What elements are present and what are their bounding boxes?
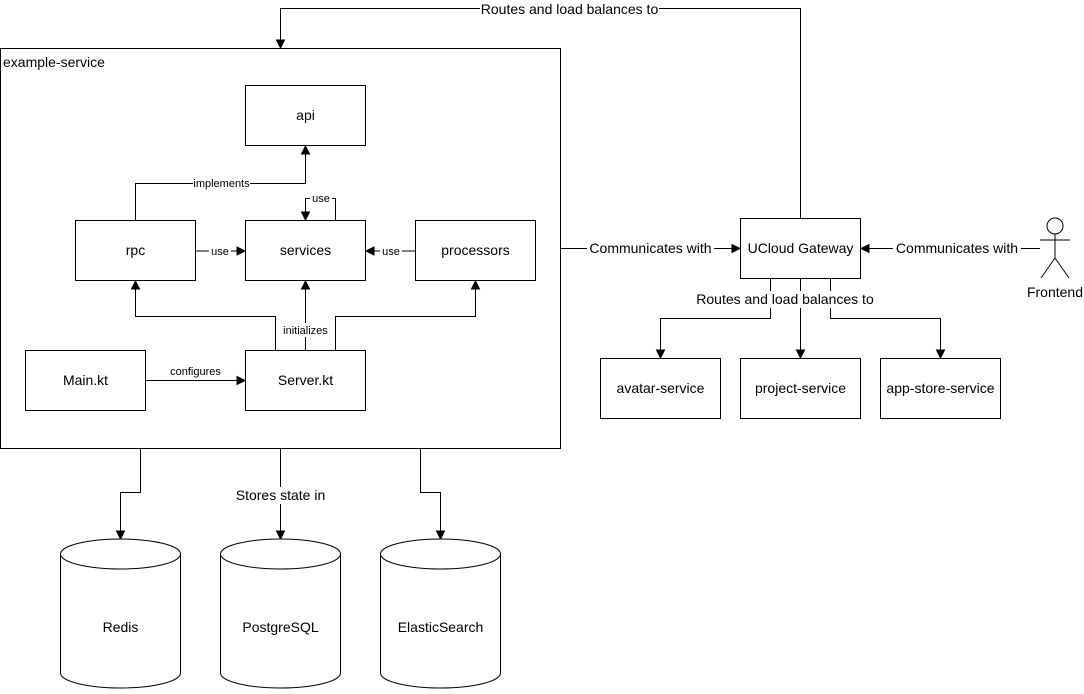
node-gateway-label: UCloud Gateway bbox=[748, 240, 854, 256]
edge-service-to-gateway-label: Communicates with bbox=[589, 240, 711, 256]
edge-rpc-use-services: use bbox=[195, 244, 247, 258]
edge-processors-use-label: use bbox=[382, 246, 400, 258]
node-services[interactable]: services bbox=[245, 220, 366, 281]
edge-gateway-to-service-label: Routes and load balances to bbox=[481, 1, 659, 17]
edge-gateway-to-children: Routes and load balances to bbox=[655, 278, 946, 360]
node-api[interactable]: api bbox=[245, 85, 366, 146]
edge-gateway-to-example-service: Routes and load balances to bbox=[275, 1, 801, 219]
node-app-store-service[interactable]: app-store-service bbox=[880, 358, 1001, 419]
node-avatar-service[interactable]: avatar-service bbox=[600, 358, 721, 419]
db-postgresql-label: PostgreSQL bbox=[242, 619, 318, 635]
db-redis-label: Redis bbox=[103, 619, 139, 635]
node-services-label: services bbox=[280, 242, 331, 258]
frontend-label: Frontend bbox=[1027, 284, 1083, 300]
edge-initializes-label: initializes bbox=[283, 325, 328, 337]
edge-configures-label: configures bbox=[170, 366, 221, 378]
edge-gateway-to-children-label: Routes and load balances to bbox=[696, 291, 874, 307]
edge-frontend-to-gateway-label: Communicates with bbox=[896, 240, 1018, 256]
node-server-kt[interactable]: Server.kt bbox=[245, 350, 366, 411]
edge-service-to-gateway: Communicates with bbox=[560, 240, 742, 257]
edge-stores-state: Stores state in bbox=[115, 448, 446, 541]
node-ucloud-gateway[interactable]: UCloud Gateway bbox=[740, 218, 861, 279]
node-processors[interactable]: processors bbox=[415, 220, 536, 281]
node-api-label: api bbox=[296, 107, 315, 123]
node-rpc-label: rpc bbox=[126, 242, 145, 258]
node-main-kt[interactable]: Main.kt bbox=[25, 350, 146, 411]
edge-implements-label: implements bbox=[193, 178, 250, 190]
db-redis-icon[interactable]: Redis bbox=[60, 538, 181, 689]
edge-services-self-use: use bbox=[300, 191, 336, 222]
edge-stores-state-label: Stores state in bbox=[236, 487, 326, 503]
edge-configures: configures bbox=[145, 364, 247, 386]
container-title: example-service bbox=[3, 54, 105, 70]
node-processors-label: processors bbox=[441, 242, 509, 258]
frontend-actor-icon[interactable] bbox=[1040, 217, 1070, 279]
db-elasticsearch-label: ElasticSearch bbox=[398, 619, 484, 635]
node-server-kt-label: Server.kt bbox=[278, 372, 333, 388]
node-project-service[interactable]: project-service bbox=[740, 358, 861, 419]
node-appstore-label: app-store-service bbox=[886, 380, 994, 396]
edge-processors-use-services: use bbox=[364, 244, 416, 258]
edge-frontend-to-gateway: Communicates with bbox=[859, 240, 1040, 257]
edge-self-use-label: use bbox=[312, 193, 330, 205]
db-elasticsearch-icon[interactable]: ElasticSearch bbox=[380, 538, 501, 689]
node-rpc[interactable]: rpc bbox=[75, 220, 196, 281]
edge-implements: implements bbox=[135, 144, 311, 221]
node-main-kt-label: Main.kt bbox=[63, 372, 108, 388]
node-avatar-label: avatar-service bbox=[617, 380, 705, 396]
db-postgresql-icon[interactable]: PostgreSQL bbox=[220, 538, 341, 689]
edge-initializes: initializes bbox=[130, 279, 481, 351]
node-project-label: project-service bbox=[755, 380, 846, 396]
edge-rpc-use-label: use bbox=[211, 246, 229, 258]
